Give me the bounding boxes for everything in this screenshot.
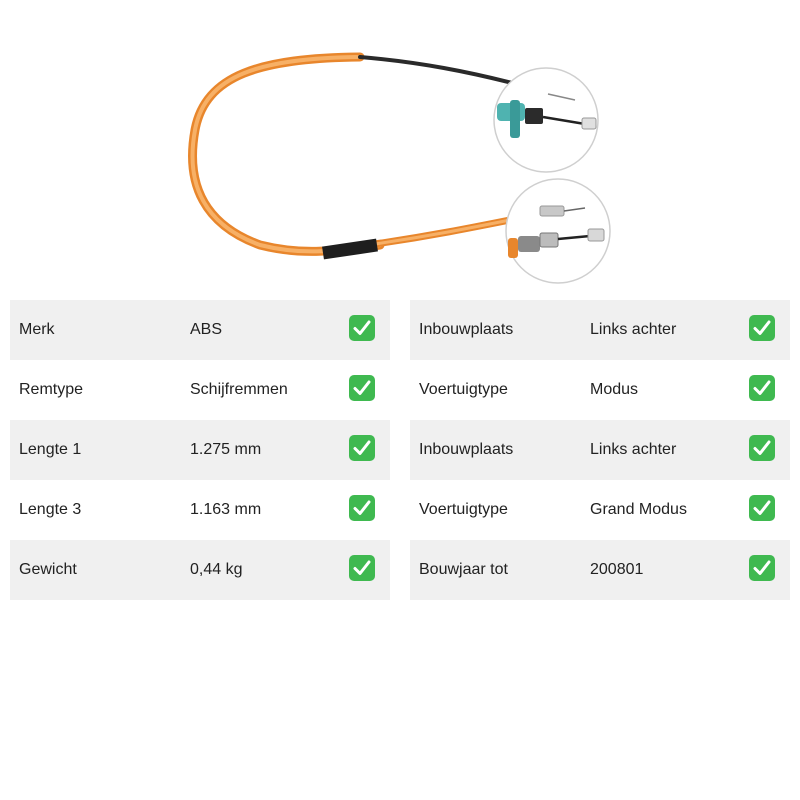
check-icon — [349, 555, 375, 581]
spec-value: ABS — [190, 321, 223, 338]
spec-table-left: Merk ABS Remtype Schijfremmen Lengte 1 1… — [10, 300, 390, 600]
spec-row: Lengte 1 1.275 mm — [10, 420, 390, 480]
check-icon — [749, 495, 775, 521]
spec-label: Bouwjaar tot — [419, 561, 508, 578]
spec-value: 200801 — [590, 561, 644, 578]
spec-value: 1.163 mm — [190, 501, 262, 518]
spec-row: Bouwjaar tot 200801 — [410, 540, 790, 600]
spec-label: Lengte 1 — [19, 441, 82, 458]
spec-row: Merk ABS — [10, 300, 390, 360]
spec-label: Merk — [19, 321, 55, 338]
check-icon — [349, 435, 375, 461]
check-icon — [749, 435, 775, 461]
spec-table-right: Inbouwplaats Links achter Voertuigtype M… — [410, 300, 790, 600]
spec-value: 1.275 mm — [190, 441, 262, 458]
spec-label: Voertuigtype — [419, 501, 508, 518]
check-icon — [349, 375, 375, 401]
product-image — [188, 52, 611, 284]
check-icon — [749, 315, 775, 341]
spec-row: Inbouwplaats Links achter — [410, 300, 790, 360]
spec-value: Modus — [590, 381, 639, 398]
check-icon — [749, 555, 775, 581]
spec-value: Grand Modus — [590, 501, 687, 518]
spec-row: Voertuigtype Modus — [410, 360, 790, 420]
spec-label: Remtype — [19, 381, 84, 398]
spec-value: Links achter — [590, 441, 677, 458]
spec-label: Lengte 3 — [19, 501, 82, 518]
spec-row: Remtype Schijfremmen — [10, 360, 390, 420]
spec-row: Voertuigtype Grand Modus — [410, 480, 790, 540]
spec-value: 0,44 kg — [190, 561, 243, 578]
spec-label: Inbouwplaats — [419, 321, 514, 338]
spec-label: Voertuigtype — [419, 381, 508, 398]
spec-row: Gewicht 0,44 kg — [10, 540, 390, 600]
spec-value: Schijfremmen — [190, 381, 288, 398]
spec-value: Links achter — [590, 321, 677, 338]
check-icon — [749, 375, 775, 401]
spec-label: Inbouwplaats — [419, 441, 514, 458]
spec-label: Gewicht — [19, 561, 77, 578]
spec-row: Lengte 3 1.163 mm — [10, 480, 390, 540]
spec-row: Inbouwplaats Links achter — [410, 420, 790, 480]
check-icon — [349, 315, 375, 341]
check-icon — [349, 495, 375, 521]
